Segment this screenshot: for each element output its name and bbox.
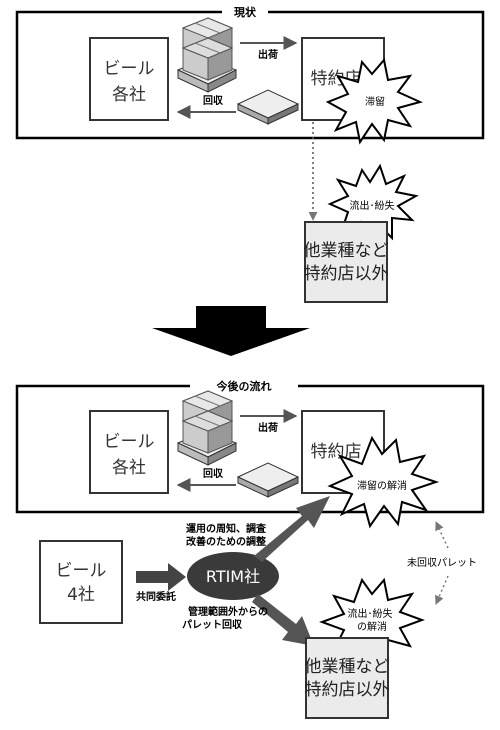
- recover-label-line1: 管理範囲外からの: [188, 605, 268, 618]
- uncollected-dotted-arrow-up: [435, 521, 449, 549]
- consign-arrow: [136, 563, 186, 591]
- beer-companies-label-line1-future: ビール: [104, 432, 155, 452]
- dealer-label-future: 特約店: [311, 442, 362, 462]
- rtim-to-dealer-arrow: [254, 496, 330, 562]
- current-state-frame: [15, 10, 485, 140]
- other-industries-label-line1: 他業種など: [304, 241, 389, 261]
- rtim-to-other-arrow: [252, 594, 314, 646]
- adjust-label-line1: 運用の周知、調査: [186, 522, 267, 535]
- future-flow-section: 今後の流れ ビール 各社 出荷 特約店 回収: [15, 378, 485, 719]
- beer-four-label-line1: ビール: [56, 561, 107, 581]
- empty-pallet-icon: [236, 89, 300, 125]
- uncollected-label: 未回収パレット: [407, 557, 477, 569]
- rtim-label: RTIM社: [206, 567, 260, 586]
- rtim-ellipse: [187, 552, 279, 600]
- beer-companies-label-line2: 各社: [112, 85, 146, 105]
- future-flow-title: 今後の流れ: [216, 379, 272, 393]
- ship-label: 出荷: [258, 48, 278, 61]
- other-industries-label-line2: 特約店以外: [304, 264, 389, 284]
- current-state-section: 現状 ビール 各社 出荷 特約店 回収: [15, 4, 485, 303]
- loaded-pallet-icon-future: [176, 390, 238, 466]
- uncollected-dotted-arrow-down: [435, 575, 449, 605]
- other-industries-label-line2-future: 特約店以外: [305, 680, 390, 700]
- stagnation-fix-burst: [327, 435, 440, 529]
- ship-label-future: 出荷: [258, 421, 278, 434]
- stagnation-fix-label: 滞留の解消: [357, 479, 407, 492]
- consign-label: 共同委託: [136, 590, 176, 603]
- collect-label-future: 回収: [203, 468, 224, 480]
- other-industries-box: [304, 221, 388, 303]
- beer-four-companies-box: [39, 540, 123, 624]
- empty-pallet-icon-future: [236, 462, 300, 498]
- beer-companies-label-line2-future: 各社: [112, 458, 146, 478]
- stagnation-burst: [325, 57, 423, 145]
- transition-arrow: [152, 306, 310, 356]
- stagnation-label: 滞留: [365, 95, 385, 108]
- outflow-fix-label-line1: 流出･紛失: [348, 607, 393, 620]
- loaded-pallet-icon: [176, 17, 238, 93]
- outflow-label: 流出･紛失: [350, 199, 395, 212]
- beer-four-label-line2: 4社: [67, 585, 95, 605]
- other-industries-box-future: [305, 637, 389, 719]
- current-state-title: 現状: [234, 5, 257, 19]
- beer-companies-box: [89, 37, 169, 121]
- beer-companies-box-future: [89, 410, 169, 494]
- recover-label-line2: パレット回収: [182, 619, 243, 631]
- adjust-label-line2: 改善のための調整: [186, 535, 266, 548]
- other-industries-label-line1-future: 他業種など: [305, 657, 390, 677]
- collect-label: 回収: [203, 95, 224, 107]
- beer-companies-label-line1: ビール: [104, 59, 155, 79]
- outflow-fix-label-line2: の解消: [357, 620, 387, 633]
